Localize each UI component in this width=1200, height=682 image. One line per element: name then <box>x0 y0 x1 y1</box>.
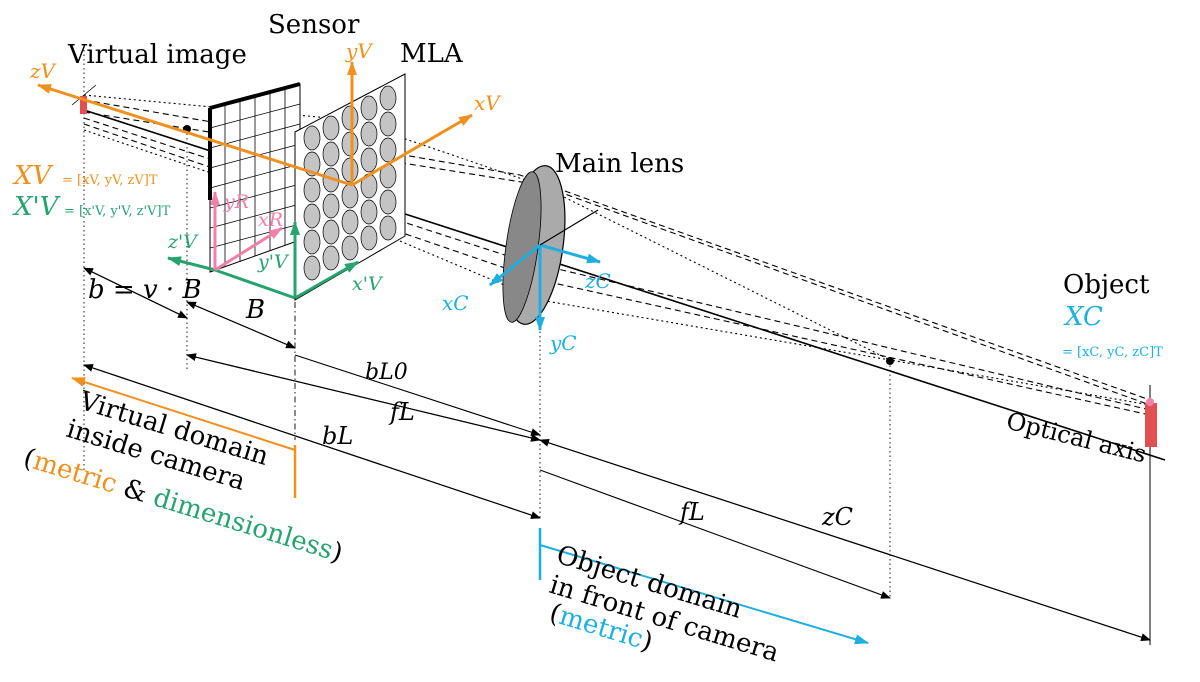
micro-lens <box>341 235 359 261</box>
x-v-prime-symbol: X'V <box>12 192 61 222</box>
micro-lens <box>341 105 359 131</box>
micro-lens <box>360 121 378 147</box>
micro-lens <box>379 111 397 137</box>
b-equation-label: b = v · B <box>88 275 202 305</box>
mla-label: MLA <box>400 39 464 69</box>
micro-lens <box>341 183 359 209</box>
x-v-prime-definition: = [x'V, y'V, z'V]T <box>64 204 171 219</box>
b-l0-label: bL0 <box>365 360 408 385</box>
micro-lens <box>379 215 397 241</box>
object-domain-arrow <box>539 544 869 645</box>
x-c-definition: = [xC, yC, zC]T <box>1062 345 1163 360</box>
object-label: Object <box>1063 270 1150 300</box>
micro-lens <box>360 199 378 225</box>
micro-lens <box>360 147 378 173</box>
micro-lens <box>341 209 359 235</box>
y-v-label: yV <box>345 39 374 63</box>
virtual-image-marker <box>71 50 97 470</box>
z-v-label: zV <box>29 59 58 83</box>
x-v-label: xV <box>474 91 502 115</box>
sensor-label: Sensor <box>268 10 360 40</box>
x-r-label: xR <box>258 209 283 231</box>
raw-axes <box>210 191 283 272</box>
object-marker <box>1145 385 1157 645</box>
y-r-label: yR <box>223 191 249 213</box>
virtual-image-label: Virtual image <box>67 40 247 70</box>
micro-lens <box>341 157 359 183</box>
x-c-symbol: XC <box>1063 302 1103 332</box>
x-c-axis-label: xC <box>442 291 469 315</box>
f-l-top-label: fL <box>388 398 415 426</box>
sensor <box>208 82 301 273</box>
z-c-axis-label: zC <box>584 269 611 293</box>
y-v-prime-label: y'V <box>257 251 290 273</box>
micro-lens <box>379 137 397 163</box>
object-domain-text: Object domain in front of camera (metric… <box>546 540 782 668</box>
micro-lens <box>379 189 397 215</box>
virtual-axes <box>37 61 473 187</box>
x-v-symbol: XV <box>12 161 54 191</box>
micro-lens-array <box>294 73 406 301</box>
virtual-domain-arrow <box>71 377 296 451</box>
micro-lens <box>303 203 321 229</box>
micro-lens <box>322 141 340 167</box>
micro-lens <box>341 131 359 157</box>
micro-lens <box>303 177 321 203</box>
dimensionless-axes <box>167 221 359 300</box>
micro-lens <box>322 219 340 245</box>
b-l-label: bL <box>322 422 353 450</box>
micro-lens <box>303 125 321 151</box>
sensor-grid <box>209 88 301 267</box>
micro-lens <box>360 95 378 121</box>
optical-axis-label: Optical axis <box>1004 407 1150 469</box>
micro-lens <box>322 245 340 271</box>
z-c-dimension-label: zC <box>821 503 853 531</box>
camera-axes <box>489 243 601 331</box>
y-c-axis-label: yC <box>549 331 577 355</box>
b-label: B <box>245 295 265 325</box>
main-lens <box>502 165 566 325</box>
x-v-definition: = [xV, yV, zV]T <box>62 173 158 188</box>
micro-lenses <box>303 85 397 281</box>
micro-lens <box>322 115 340 141</box>
z-v-prime-label: z'V <box>167 231 199 253</box>
micro-lens <box>360 225 378 251</box>
micro-lens <box>303 255 321 281</box>
micro-lens <box>322 193 340 219</box>
micro-lens <box>379 85 397 111</box>
main-lens-label: Main lens <box>555 149 684 179</box>
camera-axis-extension <box>539 209 599 246</box>
x-v-prime-label: x'V <box>352 273 384 295</box>
dimension-lines <box>83 267 1151 641</box>
f-l-bottom-label: fL <box>678 498 705 526</box>
micro-lens <box>303 229 321 255</box>
